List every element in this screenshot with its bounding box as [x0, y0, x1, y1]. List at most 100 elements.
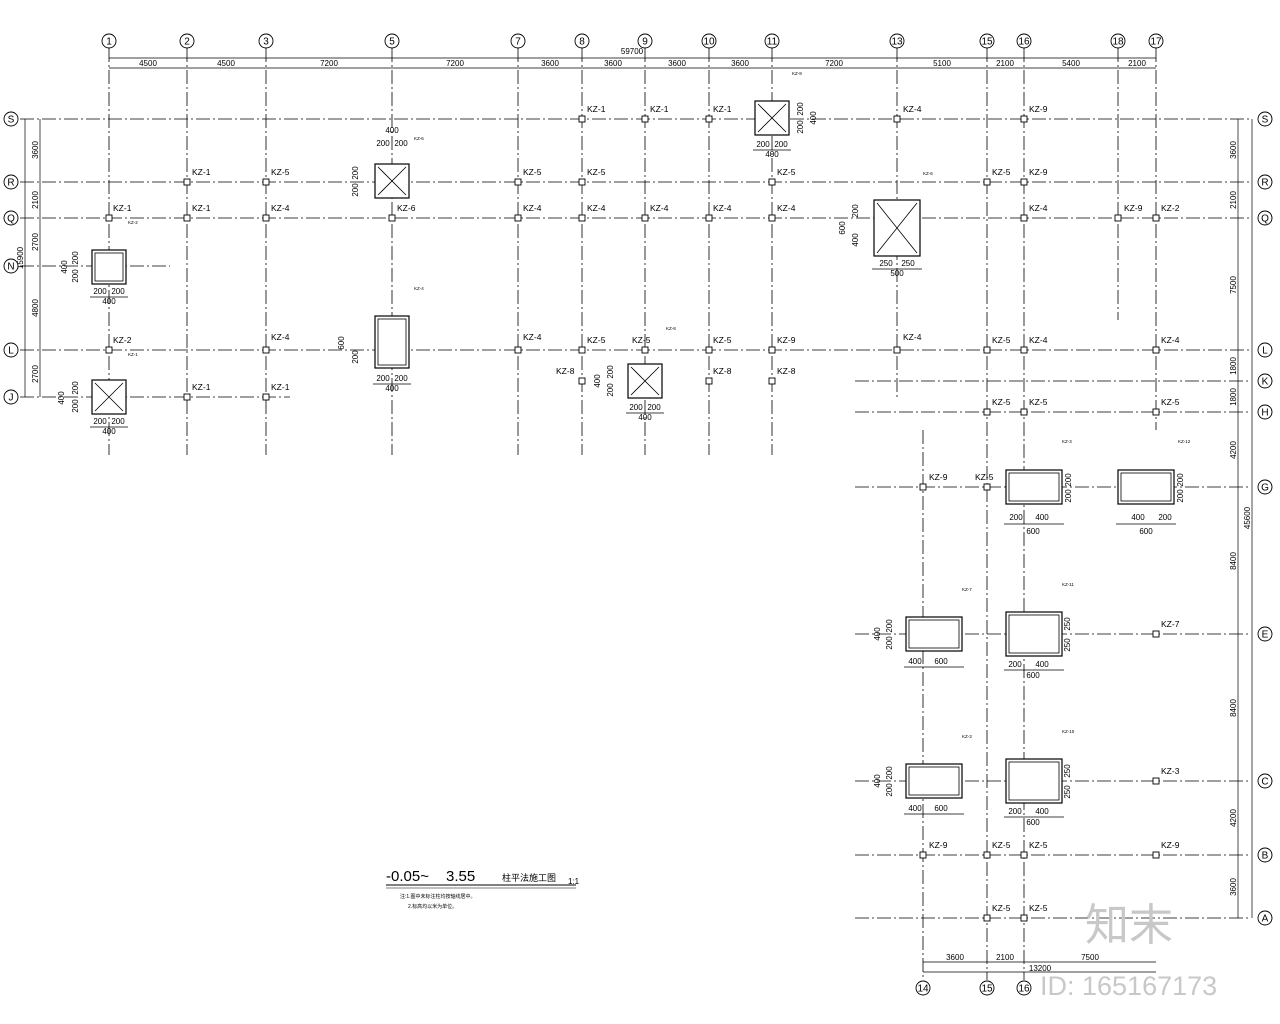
svg-text:250: 250 [879, 259, 893, 268]
svg-text:250: 250 [901, 259, 915, 268]
svg-text:E: E [1262, 630, 1269, 641]
svg-text:18: 18 [1112, 37, 1124, 48]
column-mark: KZ-4 [514, 203, 542, 222]
svg-text:KZ-4: KZ-4 [1161, 335, 1180, 345]
axis-bubble: A [1257, 910, 1273, 926]
svg-text:KZ-7: KZ-7 [962, 587, 972, 592]
svg-text:KZ-2: KZ-2 [1161, 203, 1180, 213]
top-dim: 3600 [604, 59, 622, 68]
top-dim: 7200 [825, 59, 843, 68]
svg-text:S: S [8, 115, 15, 126]
svg-text:500: 500 [890, 269, 904, 278]
svg-text:KZ-1: KZ-1 [713, 104, 732, 114]
axis-bubble: 10 [701, 33, 717, 49]
svg-text:C: C [1261, 777, 1268, 788]
svg-text:KZ-1: KZ-1 [113, 203, 132, 213]
svg-text:200: 200 [1158, 513, 1172, 522]
svg-text:KZ-10: KZ-10 [1062, 729, 1075, 734]
svg-text:7: 7 [515, 37, 521, 48]
axis-bubble: 17 [1148, 33, 1164, 49]
svg-text:200: 200 [756, 140, 770, 149]
column-mark: KZ-5 [983, 167, 1011, 186]
svg-text:KZ-12: KZ-12 [1178, 439, 1191, 444]
column-mark: KZ-1 [262, 382, 290, 401]
top-dimension-texts: 59700 4500 4500 7200 7200 3600 3600 3600… [139, 47, 1146, 68]
svg-text:3: 3 [263, 37, 269, 48]
title-prefix: -0.05~ [386, 868, 429, 885]
column-detail: KZ-3 200 200 200 400 600 [1004, 439, 1073, 536]
axis-bubble: 3 [258, 33, 274, 49]
column-mark: KZ-8 [705, 366, 732, 385]
svg-text:600: 600 [1026, 818, 1040, 827]
axis-bubble: 11 [764, 33, 780, 49]
axis-bubble: B [1257, 847, 1273, 863]
svg-text:L: L [1262, 346, 1268, 357]
dimension-lines [24, 57, 1253, 973]
svg-text:400: 400 [57, 391, 66, 405]
svg-text:KZ-4: KZ-4 [271, 203, 290, 213]
svg-text:KZ-5: KZ-5 [975, 472, 994, 482]
column-mark: KZ-4 [262, 332, 290, 354]
column-mark: KZ-5 [983, 397, 1011, 416]
svg-text:KZ-5: KZ-5 [1029, 840, 1048, 850]
top-dim: 5400 [1062, 59, 1080, 68]
svg-text:H: H [1261, 408, 1268, 419]
axis-bubble: L [1257, 342, 1273, 358]
column-mark: KZ-4 [893, 332, 922, 354]
top-dim: 7200 [320, 59, 338, 68]
right-dim: 2100 [1229, 191, 1238, 209]
svg-text:200: 200 [351, 166, 360, 180]
svg-text:200: 200 [93, 417, 107, 426]
watermark-brand: 知末 [1085, 901, 1173, 950]
svg-text:10: 10 [703, 37, 715, 48]
column-mark: KZ-9 [1020, 104, 1048, 123]
column-detail: KZ-10 250 250 200 400 600 [1004, 729, 1075, 827]
bottom-dimension-texts: 3600 2100 7500 13200 [946, 953, 1099, 973]
title-scale: 1:1 [568, 877, 580, 886]
column-detail: KZ-3 400 200 200 400 600 [873, 734, 972, 815]
column-mark: KZ-2 [1152, 203, 1180, 222]
column-mark: KZ-9 [1114, 203, 1143, 222]
svg-text:KZ-5: KZ-5 [271, 167, 290, 177]
column-mark: KZ-9 [1020, 167, 1048, 186]
axis-bubble: 15 [979, 33, 995, 49]
axis-bubble: 15 [979, 980, 995, 996]
svg-text:600: 600 [1026, 671, 1040, 680]
svg-text:250: 250 [1063, 785, 1072, 799]
right-total-dim: 45600 [1243, 506, 1252, 529]
svg-text:KZ-4: KZ-4 [650, 203, 669, 213]
column-mark: KZ-2 [105, 335, 132, 354]
svg-text:400: 400 [1035, 660, 1049, 669]
svg-text:200: 200 [394, 374, 408, 383]
svg-text:200: 200 [606, 365, 615, 379]
axis-bubble: 16 [1016, 33, 1032, 49]
column-detail: KZ-12 200 200 400 200 600 [1116, 439, 1191, 536]
right-dim: 7500 [1229, 276, 1238, 294]
column-mark: KZ-5 [1020, 903, 1048, 922]
top-total-dim: 59700 [621, 47, 644, 56]
svg-text:200: 200 [796, 120, 805, 134]
right-dim: 1800 [1229, 388, 1238, 406]
axis-bubble: Q [3, 210, 19, 226]
column-mark: KZ-1 [641, 104, 669, 123]
svg-text:L: L [8, 346, 14, 357]
svg-text:200: 200 [71, 381, 80, 395]
svg-text:400: 400 [1035, 807, 1049, 816]
svg-text:200: 200 [647, 403, 661, 412]
column-mark: KZ-1 [105, 203, 132, 222]
svg-text:KZ-2: KZ-2 [128, 220, 138, 225]
svg-text:400: 400 [1035, 513, 1049, 522]
svg-text:KZ-5: KZ-5 [992, 167, 1011, 177]
svg-text:400: 400 [385, 126, 399, 135]
column-mark: KZ-1 [183, 382, 211, 401]
axis-bubble: K [1257, 373, 1273, 389]
left-dim: 2100 [31, 191, 40, 209]
svg-text:KZ-5: KZ-5 [713, 335, 732, 345]
top-dim: 3600 [668, 59, 686, 68]
bottom-total-dim: 13200 [1029, 964, 1052, 973]
grid-axis-lines [20, 48, 1250, 980]
svg-text:200: 200 [885, 766, 894, 780]
right-dim: 4200 [1229, 809, 1238, 827]
axis-bubble: 5 [384, 33, 400, 49]
column-mark: KZ-5 [975, 472, 994, 491]
